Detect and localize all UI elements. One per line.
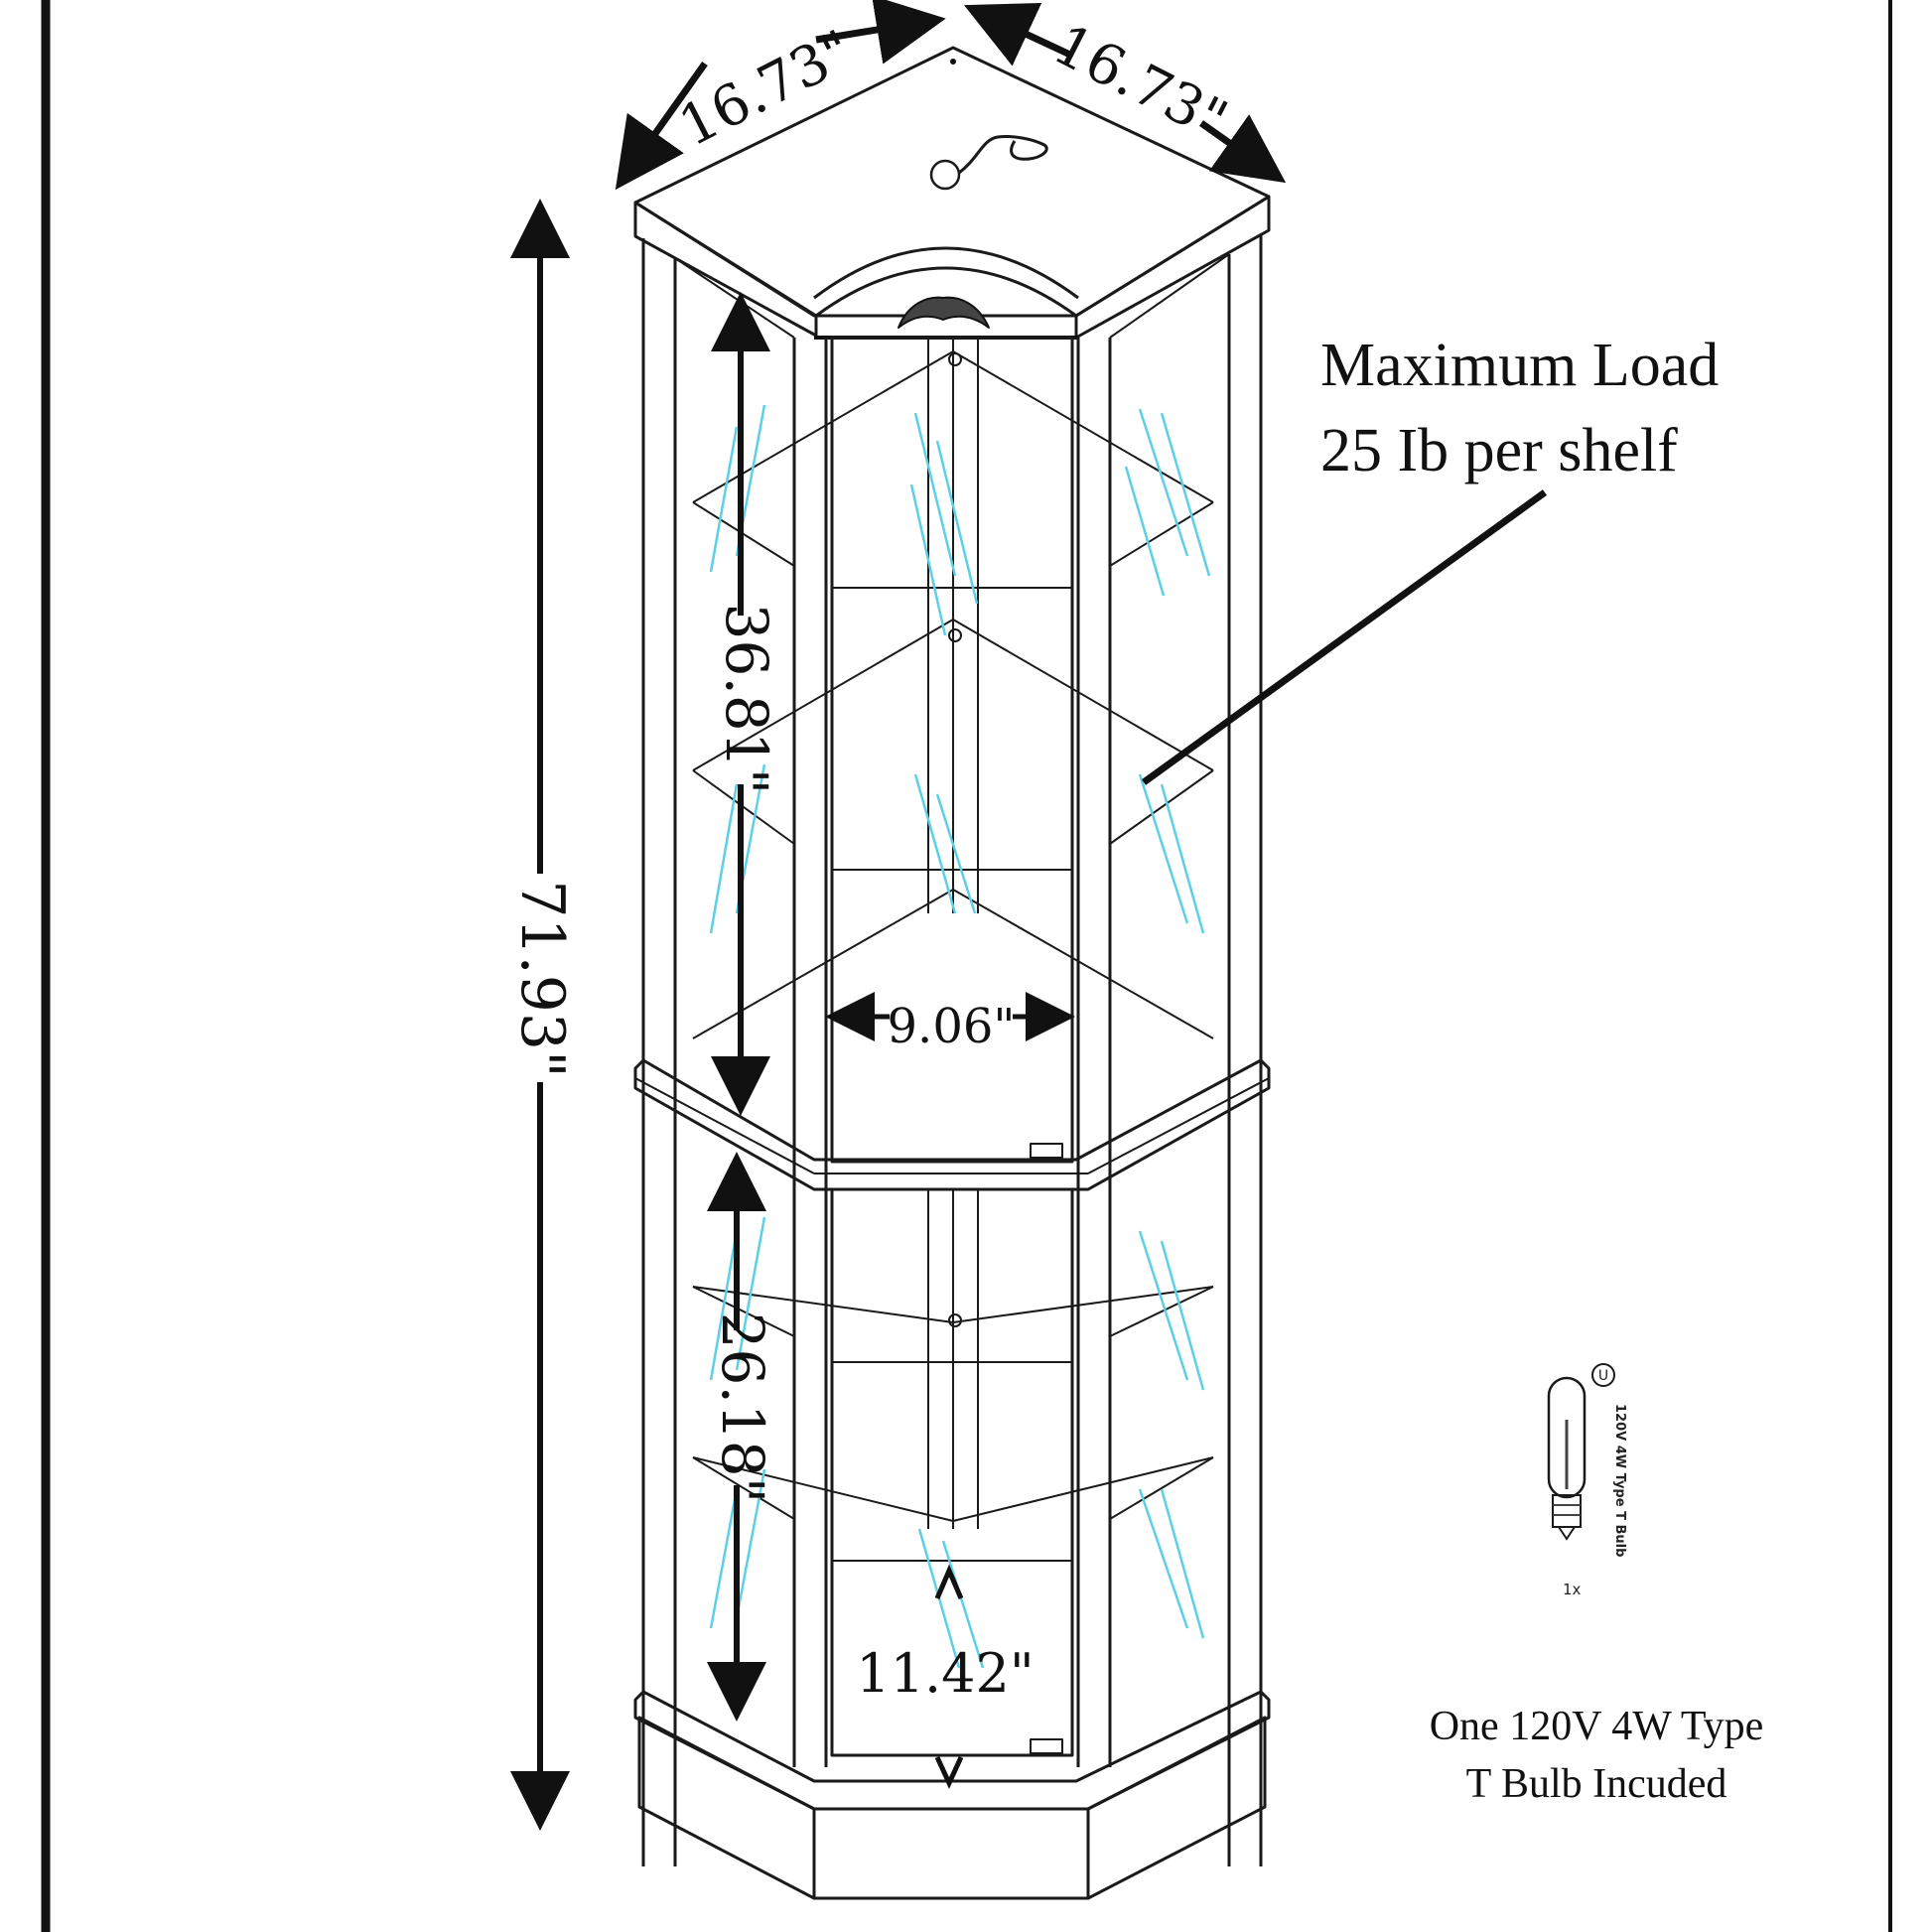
bulb-spec-text: 120V 4W Type T Bulb <box>1612 1404 1627 1557</box>
dimension-top-right: 16.73" <box>963 3 1287 184</box>
lower-door <box>830 1187 1074 1757</box>
bulb-caption-line2: T Bulb Incuded <box>1466 1761 1727 1807</box>
upper-door-height-label: 36.81" <box>713 604 780 795</box>
power-cord-icon <box>958 135 1048 175</box>
dimension-lower-door-gap: 11.42" <box>856 1564 1035 1789</box>
top-right-depth-label: 16.73" <box>1043 12 1237 153</box>
upper-shelves <box>692 350 1214 1039</box>
cable-hole-icon <box>929 159 961 191</box>
bulb-caption-line1: One 120V 4W Type <box>1430 1704 1764 1749</box>
dimension-lower-door-height: 26.18" <box>707 1152 776 1722</box>
certification-mark: U <box>1598 1368 1608 1384</box>
page-frame <box>41 0 1892 1932</box>
total-height-label: 71.93" <box>507 880 577 1077</box>
cabinet-outer-frame <box>641 234 1263 1866</box>
crown-arch <box>813 246 1079 340</box>
dimension-upper-door-width: 9.06" <box>825 992 1075 1054</box>
dimension-top-left: 16.73" <box>615 0 946 191</box>
max-load-callout: Maximum Load 25 Ib per shelf <box>1141 332 1719 785</box>
certification-mark-icon <box>1591 1363 1615 1387</box>
middle-ledge <box>633 1058 1271 1191</box>
glass-hatching <box>709 404 1211 1669</box>
upper-door-width-label: 9.06" <box>888 999 1016 1054</box>
light-bulb-icon <box>1547 1376 1587 1541</box>
max-load-title: Maximum Load <box>1320 332 1719 399</box>
lower-door-height-label: 26.18" <box>709 1312 776 1504</box>
cabinet-base <box>633 1690 1271 1900</box>
cabinet-drawing <box>633 46 1271 1900</box>
lower-door-gap-label: 11.42" <box>856 1642 1034 1705</box>
max-load-value: 25 Ib per shelf <box>1320 417 1678 484</box>
lower-shelves <box>692 1286 1214 1562</box>
bulb-quantity: 1x <box>1563 1581 1582 1598</box>
dimension-upper-door-height: 36.81" <box>711 292 780 1116</box>
bulb-info: U 120V 4W Type T Bulb 1x One 120V 4W Typ… <box>1430 1363 1764 1807</box>
dimension-total-height: 71.93" <box>507 199 577 1831</box>
carved-ornament-icon <box>897 296 990 329</box>
